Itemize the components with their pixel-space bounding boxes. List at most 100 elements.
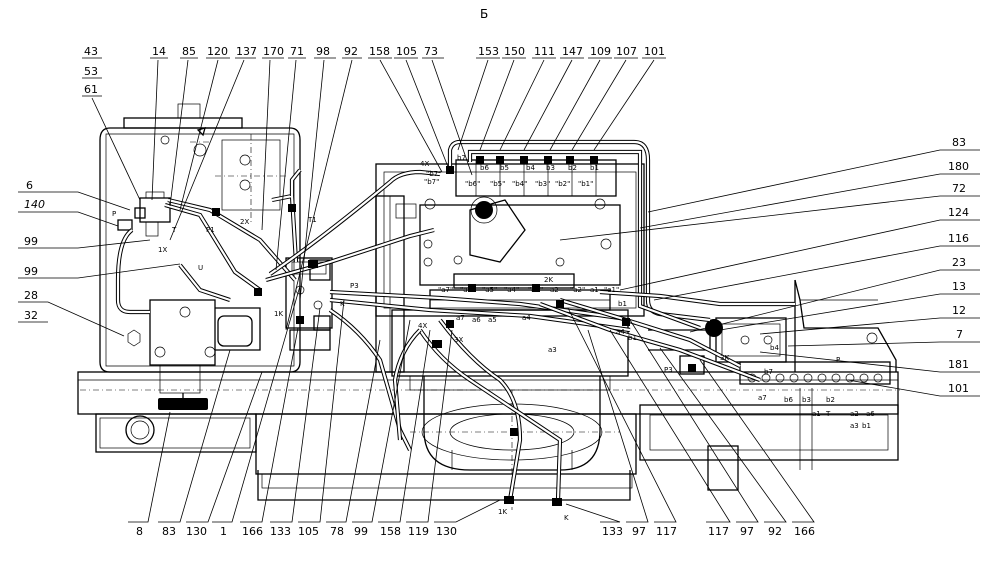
port-label: b3 [546, 164, 555, 172]
port-label: "a6" [460, 286, 475, 294]
port-label: P [836, 356, 840, 364]
callout-label: 101 [948, 382, 969, 395]
callout-label: 133 [270, 525, 291, 538]
port-label: T [171, 226, 177, 234]
port-label: 3X [454, 336, 463, 344]
port-label: "b3" [535, 180, 550, 188]
callout-label: 119 [408, 525, 429, 538]
port-label: b6 [784, 396, 793, 404]
callout-label: 12 [952, 304, 966, 317]
port-label: "b5" [490, 180, 505, 188]
callout-label: 32 [24, 309, 38, 322]
callouts-left: 6 140 99 99 28 32 [24, 179, 45, 322]
port-label: K [340, 300, 345, 308]
port-label: 2K [544, 276, 553, 284]
callout-label: 101 [644, 45, 665, 58]
callout-label: 23 [952, 256, 966, 269]
callouts-top: 153 150 111 147 109 107 101 [478, 45, 665, 58]
port-label: b2 [826, 396, 835, 404]
callout-label: 120 [207, 45, 228, 58]
callout-label: 105 [396, 45, 417, 58]
column [375, 195, 417, 373]
callout-label: 97 [740, 525, 754, 538]
port-label: a5 [488, 316, 497, 324]
port-label: 2X [240, 218, 249, 226]
port-label: P1 [206, 226, 215, 234]
callout-label: 166 [242, 525, 263, 538]
port-label: a3 [548, 346, 557, 354]
callout-label: 6 [26, 179, 33, 192]
port-label: 1X [158, 246, 167, 254]
port-label: K [564, 514, 569, 522]
callout-label: 109 [590, 45, 611, 58]
port-label: a2 [550, 286, 559, 294]
callout-label: 147 [562, 45, 583, 58]
callout-label: 98 [316, 45, 330, 58]
port-label: T1 [307, 216, 317, 224]
port-label: "a1" [604, 286, 619, 294]
callout-label: 85 [182, 45, 196, 58]
fittings [212, 156, 696, 506]
port-label: "b4" [512, 180, 527, 188]
callout-label: 130 [436, 525, 457, 538]
port-labels-right-unit: a4 b4 3K P3 b7 a7 b6 b3 b2 P a1 T a2 a6 … [616, 328, 875, 430]
port-labels-valve-mid: "a7" "a6" "a5" "a4" "a3" a2 "a2" a1 "a1"… [438, 276, 637, 354]
callout-label: 71 [290, 45, 304, 58]
port-label: a7 [758, 394, 767, 402]
port-label: b6 [480, 164, 489, 172]
callout-label: 170 [263, 45, 284, 58]
port-label: a3 [850, 422, 859, 430]
port-label: "b2" [555, 180, 570, 188]
port-label: P3 [664, 366, 673, 374]
callout-label: 166 [794, 525, 815, 538]
callout-label: 72 [952, 182, 966, 195]
port-label: 4X [418, 322, 427, 330]
port-label: P3 [350, 282, 359, 290]
port-label: a1 [812, 410, 821, 418]
callout-label: 111 [534, 45, 555, 58]
port-label: "b1" [578, 180, 593, 188]
callout-label: 1 [220, 525, 227, 538]
port-label: a2 [850, 410, 859, 418]
port-label: b4 [526, 164, 535, 172]
callout-label: 140 [24, 198, 45, 211]
port-labels-valve-top: "b7" b7 b6 b5 b4 b3 b2 b1 "b6" "b5" "b4"… [420, 154, 599, 188]
callout-label: 150 [504, 45, 525, 58]
callout-label: 180 [948, 160, 969, 173]
port-label: b5 [500, 164, 509, 172]
port-label: a1 [590, 286, 599, 294]
port-label: "b6" [465, 180, 480, 188]
callout-label: 73 [424, 45, 438, 58]
port-label: 3K [720, 354, 729, 362]
port-label: 1K [274, 310, 283, 318]
callout-label: 99 [354, 525, 368, 538]
port-label: T [825, 410, 831, 418]
port-labels-left-unit: P T P1 2X 1X U T1 1K P3 K 3X 4X [112, 210, 463, 344]
port-label: "a7" [438, 286, 453, 294]
port-label: b7 [457, 154, 466, 162]
port-label: U [198, 264, 203, 272]
port-label: b1 [628, 334, 637, 342]
leader-lines [18, 57, 980, 523]
callout-label: 117 [656, 525, 677, 538]
machine-frame [77, 371, 900, 501]
callout-label: 53 [84, 65, 98, 78]
port-labels-bottom: 1K K [498, 508, 569, 522]
port-label: "a2" [570, 286, 585, 294]
port-label: b1 [862, 422, 871, 430]
port-label: b7 [764, 368, 773, 376]
port-label: b2 [568, 164, 577, 172]
callout-label: 83 [952, 136, 966, 149]
callout-label: 133 [602, 525, 623, 538]
callout-label: 107 [616, 45, 637, 58]
callout-label: 92 [768, 525, 782, 538]
callout-label: 78 [330, 525, 344, 538]
port-label: a6 [472, 316, 481, 324]
port-label: "b7" [424, 178, 439, 186]
callout-label: 158 [369, 45, 390, 58]
port-label: a7 [456, 314, 465, 322]
callout-label: 83 [162, 525, 176, 538]
callout-label: 137 [236, 45, 257, 58]
callout-label: 14 [152, 45, 166, 58]
